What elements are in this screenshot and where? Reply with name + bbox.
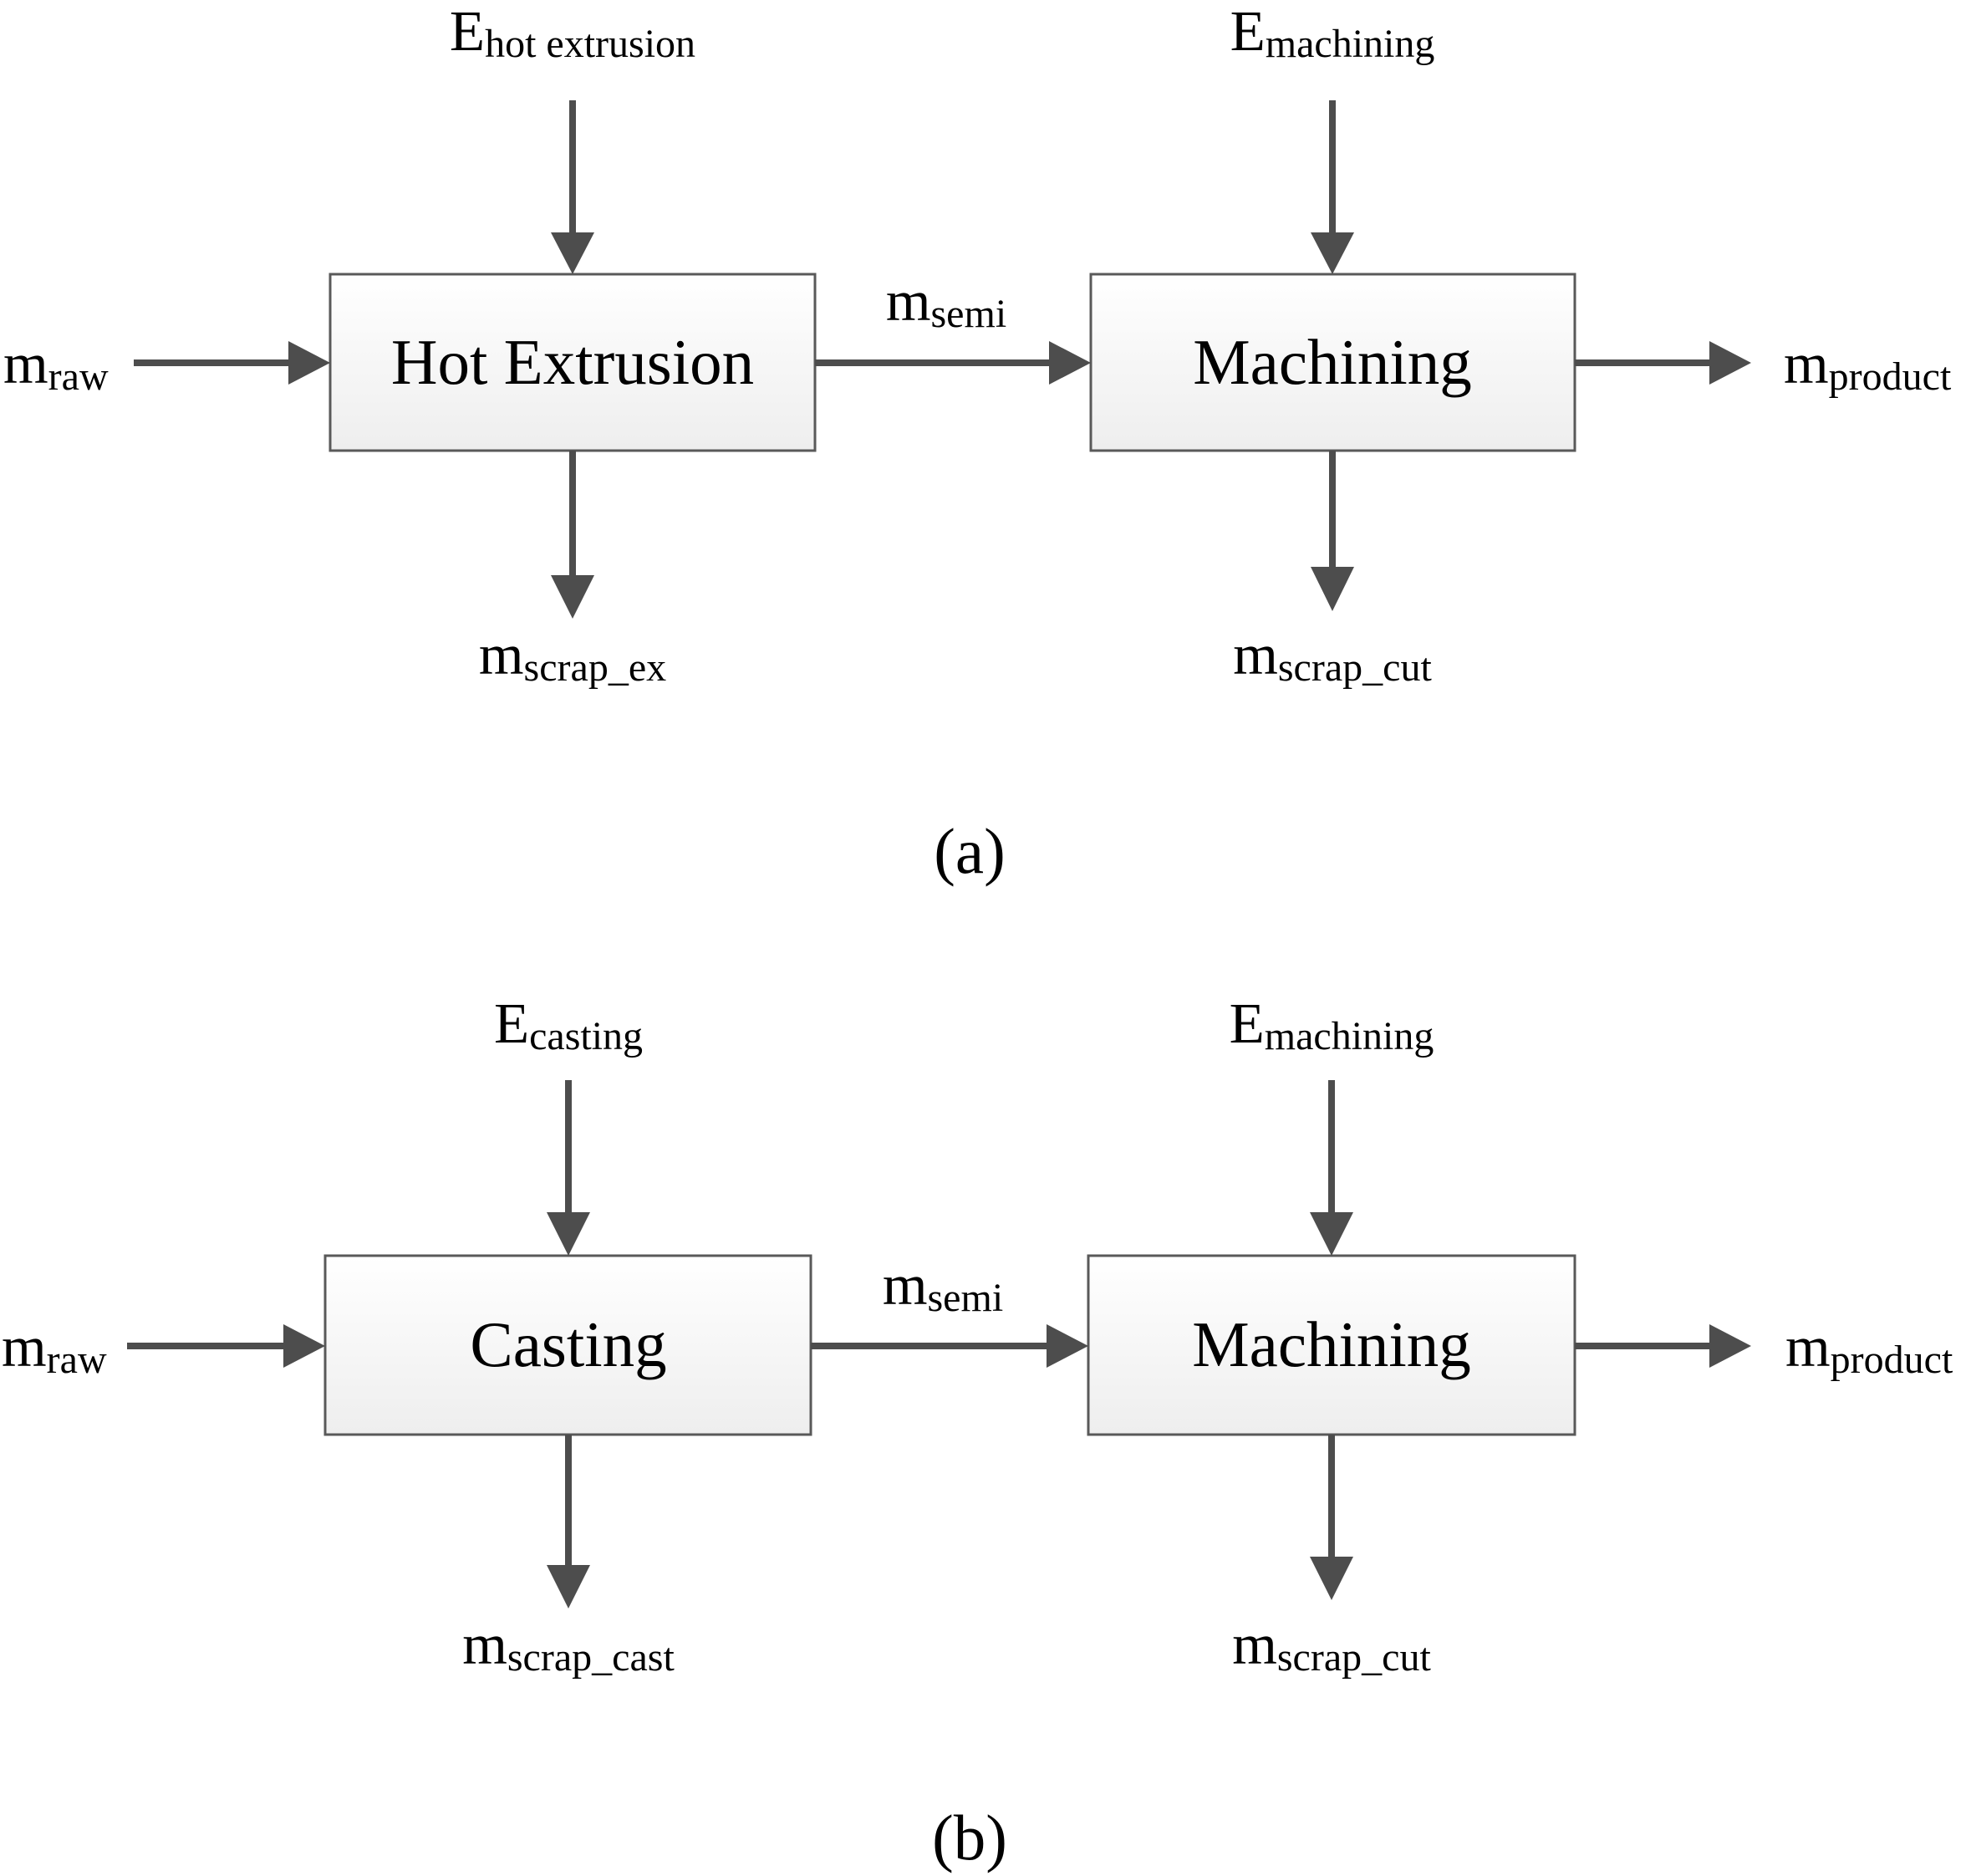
label-e-casting: Ecasting xyxy=(494,992,643,1058)
arrow-scrap-extrusion xyxy=(551,451,594,619)
label-m-product-a: mproduct xyxy=(1784,332,1952,399)
label-m-scrap-ex: mscrap_ex xyxy=(479,623,666,690)
label-m-raw-b: mraw xyxy=(2,1315,107,1382)
arrow-semi-a xyxy=(815,341,1091,385)
machining-box-b xyxy=(1087,1254,1576,1436)
arrow-product-out-b xyxy=(1575,1324,1751,1368)
label-m-scrap-cut-b: mscrap_cut xyxy=(1232,1613,1431,1680)
casting-box xyxy=(323,1254,812,1436)
arrow-raw-in-b xyxy=(127,1324,325,1368)
label-m-semi-b: msemi xyxy=(883,1253,1003,1320)
casting-label: Casting xyxy=(470,1308,666,1380)
label-m-scrap-cut-a: mscrap_cut xyxy=(1233,623,1432,690)
arrow-energy-casting xyxy=(547,1080,590,1256)
machining-label-a: Machining xyxy=(1193,326,1472,398)
caption-a: (a) xyxy=(934,815,1005,887)
label-m-scrap-cast: mscrap_cast xyxy=(462,1613,675,1680)
arrow-scrap-machining-a xyxy=(1311,451,1354,611)
panel-b: Casting Machining xyxy=(2,992,1953,1873)
label-m-semi-a: msemi xyxy=(886,269,1006,336)
arrow-raw-in-a xyxy=(134,341,330,385)
label-e-machining-a: Emachining xyxy=(1230,0,1435,66)
label-e-hot-extrusion: Ehot extrusion xyxy=(450,0,695,66)
arrow-scrap-machining-b xyxy=(1310,1435,1353,1600)
arrow-semi-b xyxy=(811,1324,1088,1368)
hot-extrusion-box xyxy=(328,273,817,452)
arrow-scrap-casting xyxy=(547,1435,590,1608)
machining-label-b: Machining xyxy=(1192,1308,1471,1380)
panel-a: Hot Extrusion Machining xyxy=(3,0,1952,887)
hot-extrusion-label: Hot Extrusion xyxy=(391,326,754,398)
arrow-energy-machining-a xyxy=(1311,100,1354,274)
arrow-energy-machining-b xyxy=(1310,1080,1353,1256)
machining-box-a xyxy=(1089,273,1576,452)
arrow-energy-extrusion xyxy=(551,100,594,274)
label-m-raw-a: mraw xyxy=(3,332,109,399)
label-e-machining-b: Emachining xyxy=(1230,992,1434,1058)
arrow-product-out-a xyxy=(1575,341,1751,385)
label-m-product-b: mproduct xyxy=(1785,1315,1953,1382)
caption-b: (b) xyxy=(932,1802,1007,1873)
